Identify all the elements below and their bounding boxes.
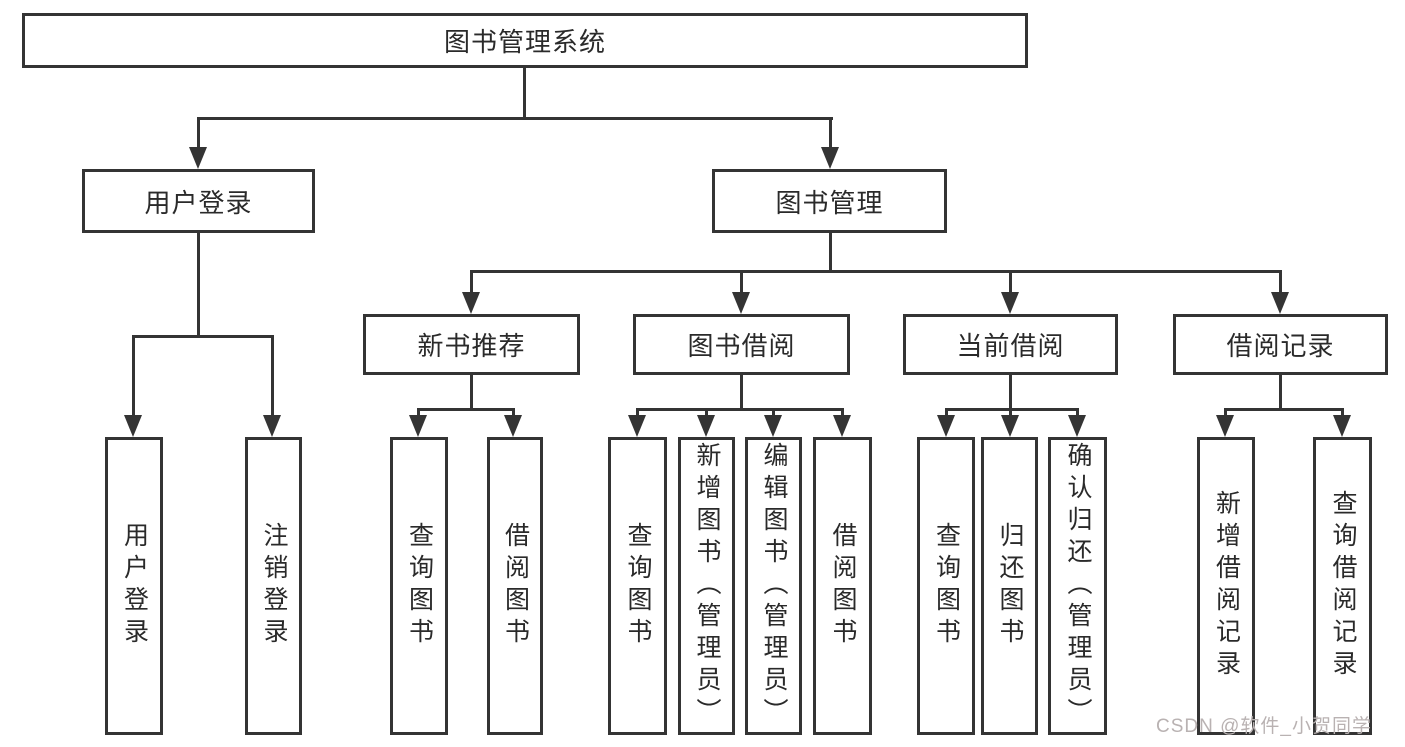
- node-user-login: 用户登录: [82, 169, 315, 233]
- connector-to-leaf: [1076, 408, 1079, 416]
- arrow-down-icon: [1271, 292, 1289, 314]
- connector-to-book-management: [829, 117, 832, 148]
- node-borrow-records: 借阅记录: [1173, 314, 1388, 375]
- arrow-down-icon: [697, 415, 715, 437]
- connector-to-leaf: [1009, 408, 1012, 416]
- connector-to-leaf: [772, 408, 775, 416]
- connector-borrow-branch: [636, 408, 844, 411]
- leaf-logout: 注销登录: [245, 437, 302, 735]
- connector-to-leaf: [705, 408, 708, 416]
- connector-records-branch: [1224, 408, 1343, 411]
- csdn-watermark: CSDN @软件_小贺同学: [1156, 716, 1372, 737]
- connector-to-user-login: [197, 117, 200, 148]
- connector-user-branch: [132, 335, 273, 338]
- arrow-down-icon: [263, 415, 281, 437]
- connector-records-stem: [1279, 375, 1282, 410]
- leaf-user-login: 用户登录: [105, 437, 163, 735]
- connector-book-branch: [470, 270, 1281, 273]
- connector-to-leaf: [132, 335, 135, 415]
- leaf-recommend-borrow-book: 借阅图书: [487, 437, 543, 735]
- leaf-add-borrow-record: 新增借阅记录: [1197, 437, 1255, 735]
- leaf-current-query-book: 查询图书: [917, 437, 975, 735]
- arrow-down-icon: [1216, 415, 1234, 437]
- leaf-borrow-add-book-admin: 新增图书（管理员）: [678, 437, 735, 735]
- leaf-borrow-borrow-book: 借阅图书: [813, 437, 872, 735]
- arrow-down-icon: [1068, 415, 1086, 437]
- connector-book-stem: [829, 233, 832, 272]
- leaf-current-return-book: 归还图书: [981, 437, 1038, 735]
- connector-to-leaf: [1341, 408, 1344, 416]
- connector-to-current: [1009, 270, 1012, 293]
- connector-root-stem: [523, 68, 526, 118]
- leaf-recommend-query-book: 查询图书: [390, 437, 448, 735]
- arrow-down-icon: [189, 147, 207, 169]
- arrow-down-icon: [504, 415, 522, 437]
- arrow-down-icon: [833, 415, 851, 437]
- connector-borrow-stem: [740, 375, 743, 410]
- connector-current-stem: [1009, 375, 1012, 410]
- connector-to-leaf: [1224, 408, 1227, 416]
- connector-to-recommend: [470, 270, 473, 293]
- connector-to-leaf: [417, 408, 420, 416]
- arrow-down-icon: [1001, 415, 1019, 437]
- leaf-current-confirm-return-admin: 确认归还（管理员）: [1048, 437, 1107, 735]
- connector-to-records: [1279, 270, 1282, 293]
- arrow-down-icon: [937, 415, 955, 437]
- leaf-query-borrow-record: 查询借阅记录: [1313, 437, 1372, 735]
- connector-to-leaf: [271, 335, 274, 415]
- node-book-borrow: 图书借阅: [633, 314, 850, 375]
- arrow-down-icon: [1333, 415, 1351, 437]
- connector-recommend-stem: [470, 375, 473, 410]
- connector-to-leaf: [636, 408, 639, 416]
- arrow-down-icon: [409, 415, 427, 437]
- connector-to-leaf: [512, 408, 515, 416]
- arrow-down-icon: [821, 147, 839, 169]
- connector-to-leaf: [841, 408, 844, 416]
- arrow-down-icon: [1001, 292, 1019, 314]
- connector-user-stem: [197, 233, 200, 338]
- arrow-down-icon: [732, 292, 750, 314]
- node-new-book-recommend: 新书推荐: [363, 314, 580, 375]
- leaf-borrow-edit-book-admin: 编辑图书（管理员）: [745, 437, 802, 735]
- leaf-borrow-query-book: 查询图书: [608, 437, 667, 735]
- arrow-down-icon: [462, 292, 480, 314]
- connector-root-branch: [197, 117, 833, 120]
- node-current-borrow: 当前借阅: [903, 314, 1118, 375]
- arrow-down-icon: [124, 415, 142, 437]
- node-library-management-system: 图书管理系统: [22, 13, 1028, 68]
- connector-recommend-branch: [417, 408, 515, 411]
- connector-to-leaf: [945, 408, 948, 416]
- connector-to-borrow: [740, 270, 743, 293]
- arrow-down-icon: [764, 415, 782, 437]
- arrow-down-icon: [628, 415, 646, 437]
- node-book-management: 图书管理: [712, 169, 947, 233]
